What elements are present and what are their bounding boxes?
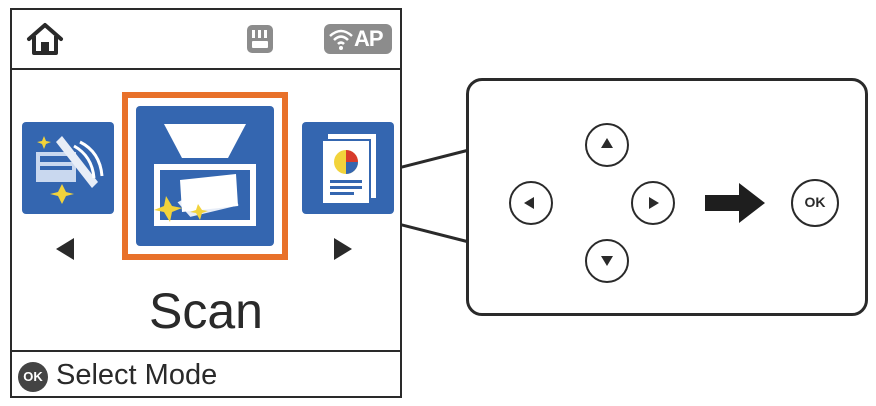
left-button[interactable] xyxy=(509,181,553,225)
down-button[interactable] xyxy=(585,239,629,283)
mode-tile-print-photos[interactable] xyxy=(302,122,394,214)
hint-text: Select Mode xyxy=(56,359,218,391)
triangle-left-icon xyxy=(524,197,534,209)
home-icon[interactable] xyxy=(26,22,64,56)
control-panel-callout: OK xyxy=(466,78,868,316)
next-mode-arrow-icon[interactable] xyxy=(334,238,352,260)
selected-mode-frame xyxy=(122,92,288,260)
previous-mode-arrow-icon[interactable] xyxy=(56,238,74,260)
wifi-ap-label: AP xyxy=(354,26,384,51)
ok-button[interactable]: OK xyxy=(791,179,839,227)
wifi-icon xyxy=(329,29,353,50)
triangle-right-icon xyxy=(649,197,659,209)
right-button[interactable] xyxy=(631,181,675,225)
wifi-ap-badge: AP xyxy=(324,24,392,54)
mode-tile-scan[interactable] xyxy=(136,106,274,246)
ok-button-icon: OK xyxy=(18,362,48,392)
triangle-down-icon xyxy=(601,256,613,266)
copy-icon xyxy=(36,136,104,204)
status-bar: AP xyxy=(12,10,400,70)
arrow-right-icon xyxy=(705,183,765,223)
memory-card-icon xyxy=(247,25,273,53)
scan-icon xyxy=(154,124,256,226)
print-photos-icon xyxy=(321,134,376,205)
lcd-screen: AP xyxy=(10,8,402,398)
hint-bar: OK Select Mode xyxy=(12,350,400,398)
mode-tile-copy[interactable] xyxy=(22,122,114,214)
triangle-up-icon xyxy=(601,138,613,148)
selected-mode-label: Scan xyxy=(149,283,263,339)
up-button[interactable] xyxy=(585,123,629,167)
